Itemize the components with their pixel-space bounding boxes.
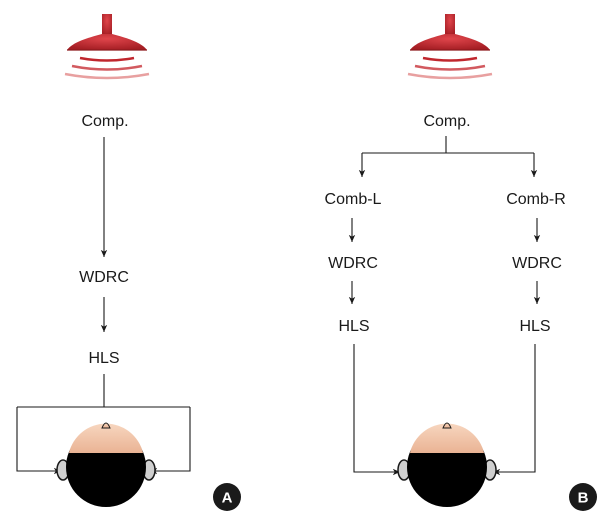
panel-a-letter: A: [222, 490, 233, 507]
speaker-icon: [64, 14, 150, 80]
panel-b-badge: B: [569, 483, 597, 511]
arrow-to-left-ear: [16, 407, 61, 475]
hls-l-label: HLS: [338, 318, 369, 335]
hls-r-label: HLS: [519, 318, 550, 335]
wdrc-r-label: WDRC: [512, 255, 562, 272]
speaker-icon: [407, 14, 493, 80]
comp-label: Comp.: [81, 113, 128, 130]
hls-label: HLS: [88, 350, 119, 367]
arrow-hls-r-to-right-ear: [493, 344, 536, 476]
comb-l-label: Comb-L: [325, 191, 382, 208]
listener-head-icon: [397, 422, 497, 507]
panel-b: Comp. Comb-L WDRC HLS Comb-R WDRC HLS: [325, 14, 597, 511]
arrow-hls-l-to-left-ear: [353, 344, 400, 476]
panel-a-badge: A: [213, 483, 241, 511]
panel-a: Comp. WDRC HLS A: [16, 14, 241, 511]
listener-head-icon: [56, 422, 156, 507]
wdrc-label: WDRC: [79, 269, 129, 286]
arrow-to-right-ear: [150, 407, 191, 475]
panel-b-letter: B: [578, 490, 589, 507]
wdrc-l-label: WDRC: [328, 255, 378, 272]
comp-label: Comp.: [423, 113, 470, 130]
comb-r-label: Comb-R: [506, 191, 566, 208]
